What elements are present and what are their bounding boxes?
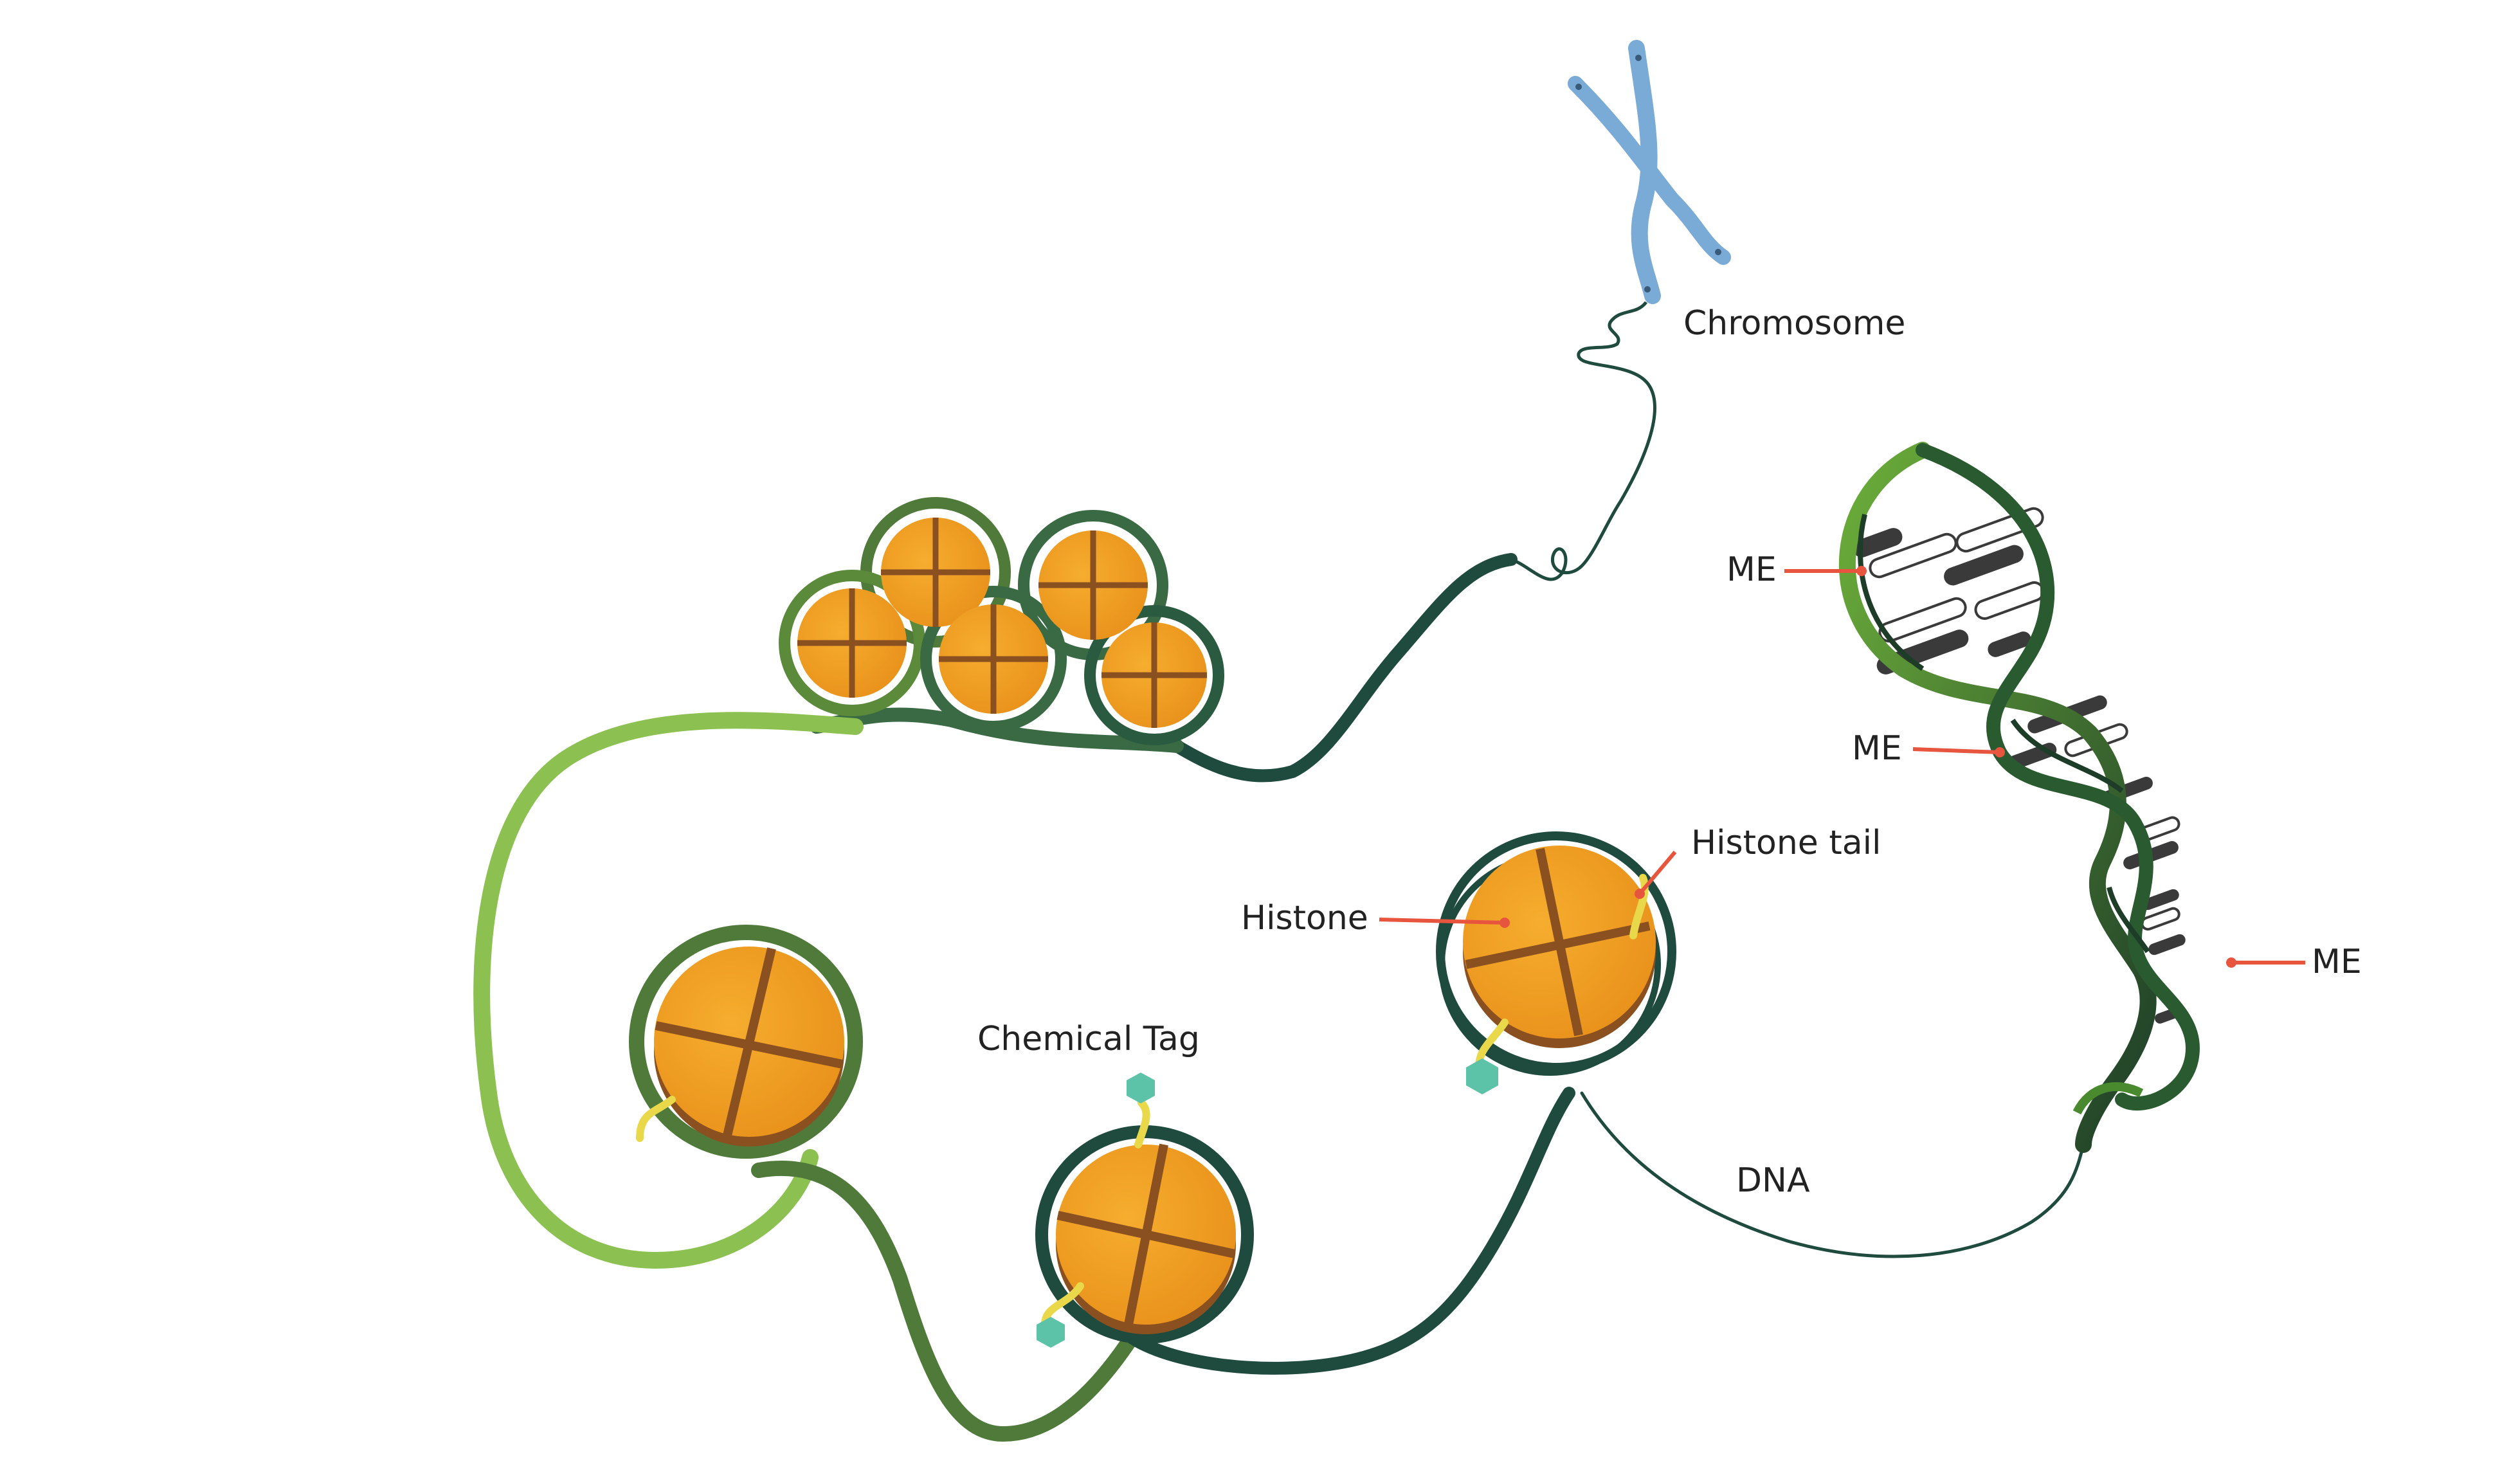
histone-pointer — [1379, 918, 1505, 925]
chemical-tag-label: Chemical Tag — [977, 1020, 1200, 1058]
chemical-tag-icon — [1037, 1317, 1065, 1348]
pointer-lines — [1379, 569, 2305, 965]
me-pointer-2 — [1912, 747, 2000, 754]
histone-tail — [1629, 874, 1649, 939]
chemical-tag-icon — [1466, 1058, 1498, 1094]
chromatin-thin-fiber — [1510, 301, 1656, 581]
histone-tail-label: Histone tail — [1691, 824, 1881, 862]
me-label-1: ME — [1727, 550, 1777, 589]
me-label-3: ME — [2312, 943, 2362, 981]
histone-tail — [636, 1096, 676, 1142]
histone-label: Histone — [1241, 899, 1368, 938]
nucleosome-cluster — [779, 497, 1224, 745]
nucleosome-middle — [1035, 1073, 1254, 1348]
histone-icon — [1038, 530, 1148, 640]
chemical-tag-icon — [1127, 1073, 1155, 1103]
nucleosome-right — [1436, 831, 1676, 1094]
me-label-2: ME — [1852, 729, 1902, 768]
dna-label: DNA — [1736, 1161, 1810, 1200]
histone-tail — [1134, 1099, 1150, 1148]
histone-icon — [881, 518, 990, 627]
nucleosome-left — [629, 925, 863, 1159]
histone-icon — [1101, 622, 1207, 728]
histone-tail-pointer — [1638, 851, 1677, 895]
histone-icon — [797, 588, 907, 698]
dna-helix-icon — [1839, 442, 2200, 1153]
histone-tail — [1041, 1282, 1084, 1328]
chromatin-fiber — [473, 553, 2085, 1442]
chromosome-icon — [1568, 40, 1731, 304]
histone-icon — [939, 604, 1048, 714]
chromosome-label: Chromosome — [1683, 304, 1906, 343]
